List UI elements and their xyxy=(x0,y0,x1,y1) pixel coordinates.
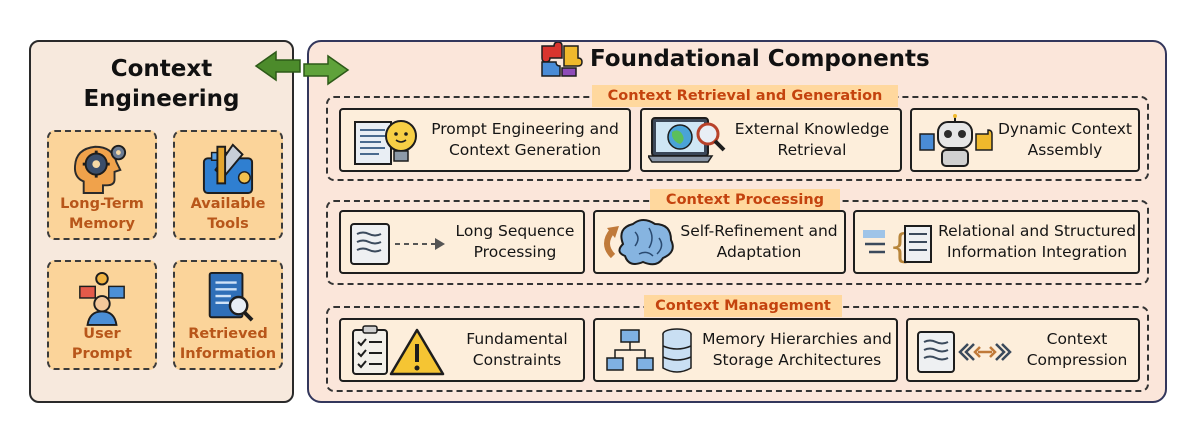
sequence-arrow-icon xyxy=(350,223,445,265)
card-label: Available Tools xyxy=(175,194,281,234)
component-memory-hierarchies: Memory Hierarchies and Storage Architect… xyxy=(593,318,898,382)
document-search-icon xyxy=(208,271,254,322)
section-label-processing: Context Processing xyxy=(650,189,840,211)
component-text: Memory Hierarchies and Storage Architect… xyxy=(699,320,895,380)
component-text: Context Compression xyxy=(1016,320,1138,380)
card-label-line1: Long-Term xyxy=(60,196,144,212)
component-long-sequence: Long Sequence Processing xyxy=(339,210,585,274)
laptop-globe-icon xyxy=(648,117,726,163)
card-retrieved-information: Retrieved Information xyxy=(173,260,283,370)
component-dynamic-context-assembly: Dynamic Context Assembly xyxy=(910,108,1140,172)
foundational-components-title: Foundational Components xyxy=(590,46,930,72)
component-line2: Processing xyxy=(473,243,557,261)
component-text: External Knowledge Retrieval xyxy=(724,110,900,170)
component-external-knowledge: External Knowledge Retrieval xyxy=(640,108,902,172)
card-label: Long-Term Memory xyxy=(49,194,155,234)
card-label-line2: Memory xyxy=(69,216,135,232)
component-text: Fundamental Constraints xyxy=(451,320,583,380)
component-text: Self-Refinement and Adaptation xyxy=(675,212,843,272)
component-text: Prompt Engineering and Context Generatio… xyxy=(423,110,627,170)
card-long-term-memory: Long-Term Memory xyxy=(47,130,157,240)
card-label-line2: Prompt xyxy=(71,346,133,362)
component-fundamental-constraints: Fundamental Constraints xyxy=(339,318,585,382)
component-line2: Retrieval xyxy=(777,141,847,159)
component-line2: Constraints xyxy=(472,351,562,369)
component-line1: Prompt Engineering and xyxy=(431,120,619,138)
component-line1: Dynamic Context xyxy=(997,120,1132,138)
structured-braces-icon: { xyxy=(863,225,932,267)
compress-arrows-icon xyxy=(917,331,1012,373)
puzzle-icon xyxy=(541,42,583,77)
component-line2: Assembly xyxy=(1027,141,1103,159)
lightbulb-document-icon xyxy=(354,120,417,165)
component-line1: Relational and Structured xyxy=(938,222,1136,240)
checklist-warning-icon xyxy=(352,325,445,376)
card-label-line1: Retrieved xyxy=(188,326,268,342)
component-self-refinement: Self-Refinement and Adaptation xyxy=(593,210,846,274)
robot-puzzle-icon xyxy=(919,114,993,167)
section-label-management: Context Management xyxy=(644,295,842,317)
component-line2: Information Integration xyxy=(946,243,1128,261)
component-line1: Self-Refinement and xyxy=(680,222,838,240)
card-label: User Prompt xyxy=(49,324,155,364)
component-relational-structured: { Relational and Structured Information … xyxy=(853,210,1140,274)
user-icon xyxy=(79,271,125,326)
context-engineering-panel: Context Engineering Long-Term Memory Ava… xyxy=(29,40,294,403)
component-line2: Context Generation xyxy=(448,141,602,159)
component-line1: External Knowledge xyxy=(734,120,890,138)
hierarchy-database-icon xyxy=(606,328,692,373)
card-label: Retrieved Information xyxy=(175,324,281,364)
title-line-2: Engineering xyxy=(83,86,240,112)
component-line1: Fundamental xyxy=(466,330,568,348)
head-gears-icon xyxy=(73,144,127,194)
component-context-compression: Context Compression xyxy=(906,318,1140,382)
tools-icon xyxy=(202,143,254,194)
title-line-1: Context xyxy=(110,56,213,82)
card-label-line2: Tools xyxy=(207,216,249,232)
component-text: Dynamic Context Assembly xyxy=(992,110,1138,170)
card-label-line2: Information xyxy=(179,346,277,362)
component-line1: Context xyxy=(1046,330,1108,348)
component-text: Long Sequence Processing xyxy=(447,212,583,272)
bidirectional-arrow-icon xyxy=(254,50,350,86)
section-label-retrieval: Context Retrieval and Generation xyxy=(592,85,898,107)
context-engineering-title: Context Engineering xyxy=(31,54,292,114)
component-line2: Storage Architectures xyxy=(712,351,882,369)
brain-cycle-icon xyxy=(604,219,674,266)
component-line1: Memory Hierarchies and xyxy=(702,330,892,348)
card-label-line1: Available xyxy=(190,196,266,212)
card-available-tools: Available Tools xyxy=(173,130,283,240)
component-line2: Adaptation xyxy=(716,243,802,261)
component-text: Relational and Structured Information In… xyxy=(935,212,1139,272)
card-label-line1: User xyxy=(83,326,121,342)
card-user-prompt: User Prompt xyxy=(47,260,157,370)
component-line2: Compression xyxy=(1026,351,1128,369)
component-line1: Long Sequence xyxy=(455,222,575,240)
component-prompt-engineering: Prompt Engineering and Context Generatio… xyxy=(339,108,631,172)
